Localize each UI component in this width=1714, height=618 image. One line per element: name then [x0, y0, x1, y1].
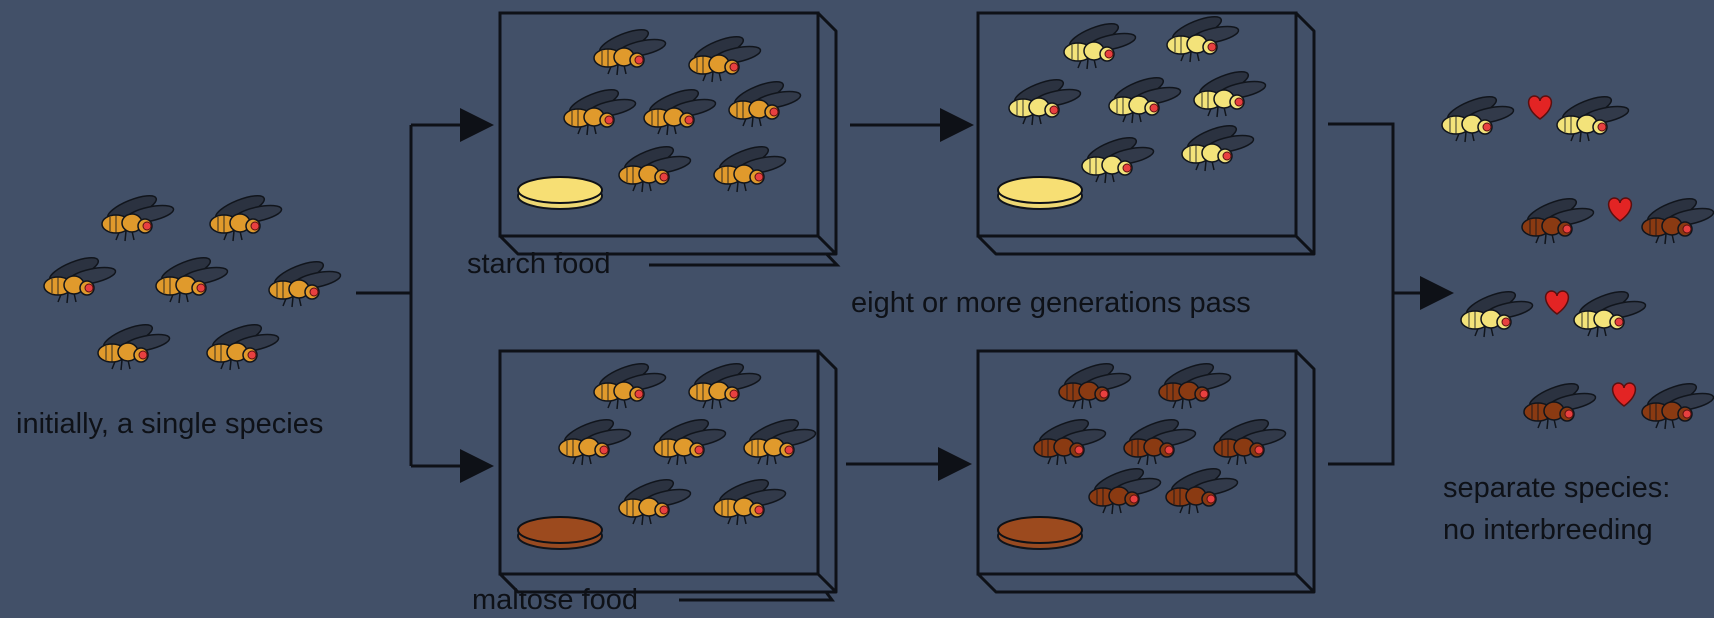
fruit-fly-icon	[1460, 291, 1534, 338]
fruit-fly-icon	[643, 89, 717, 136]
fruit-fly-icon	[1181, 125, 1255, 172]
initial-species-label: initially, a single species	[16, 408, 324, 440]
fruit-fly-icon	[1123, 419, 1197, 466]
fruit-fly-icon	[1033, 419, 1107, 466]
fruit-fly-icon	[1556, 96, 1630, 143]
fruit-fly-icon	[101, 195, 175, 242]
fruit-fly-icon	[688, 36, 762, 83]
fruit-fly-icon	[1573, 291, 1647, 338]
merge-line-top	[1328, 122, 1395, 293]
fruit-fly-icon	[1641, 383, 1714, 430]
fruit-fly-icon	[1108, 77, 1182, 124]
maltose-dish-icon	[517, 516, 603, 550]
heart-icon	[1611, 382, 1637, 407]
arrow-right-icon	[940, 108, 974, 142]
fruit-fly-icon	[1008, 79, 1082, 126]
maltose-dish-icon	[997, 516, 1083, 550]
arrow-right-icon	[938, 447, 972, 481]
fruit-fly-icon	[268, 261, 342, 308]
heart-icon	[1527, 95, 1553, 120]
merge-line-bottom	[1328, 293, 1395, 466]
fruit-fly-icon	[1523, 383, 1597, 430]
fruit-fly-icon	[653, 419, 727, 466]
arrow-right-icon	[1420, 276, 1454, 310]
starch-dish-icon	[997, 176, 1083, 210]
fruit-fly-icon	[155, 257, 229, 304]
fruit-fly-icon	[206, 324, 280, 371]
fruit-fly-icon	[1165, 468, 1239, 515]
fruit-fly-icon	[1441, 96, 1515, 143]
fruit-fly-icon	[1166, 16, 1240, 63]
fruit-fly-icon	[558, 419, 632, 466]
fruit-fly-icon	[1641, 198, 1714, 245]
fruit-fly-icon	[563, 89, 637, 136]
fruit-fly-icon	[743, 419, 817, 466]
fruit-fly-icon	[688, 363, 762, 410]
fruit-fly-icon	[713, 146, 787, 193]
result-label-line2: no interbreeding	[1443, 514, 1653, 546]
fruit-fly-icon	[43, 257, 117, 304]
fruit-fly-icon	[1158, 363, 1232, 410]
fruit-fly-icon	[593, 363, 667, 410]
fruit-fly-icon	[1058, 363, 1132, 410]
fruit-fly-icon	[1521, 198, 1595, 245]
fruit-fly-icon	[1063, 23, 1137, 70]
fruit-fly-icon	[618, 479, 692, 526]
maltose-end-box	[976, 349, 1316, 594]
generations-label: eight or more generations pass	[851, 287, 1251, 319]
fruit-fly-icon	[1213, 419, 1287, 466]
maltose-food-label: maltose food	[472, 584, 639, 616]
heart-icon	[1544, 290, 1570, 315]
fruit-fly-icon	[1193, 71, 1267, 118]
starch-end-box	[976, 11, 1316, 256]
starch-start-box	[498, 11, 838, 256]
arrow-right-icon	[460, 449, 494, 483]
fruit-fly-icon	[209, 195, 283, 242]
fruit-fly-icon	[1081, 137, 1155, 184]
fruit-fly-icon	[593, 29, 667, 76]
fruit-fly-icon	[728, 81, 802, 128]
fruit-fly-icon	[618, 146, 692, 193]
arrow-right-icon	[460, 108, 494, 142]
fruit-fly-icon	[97, 324, 171, 371]
heart-icon	[1607, 197, 1633, 222]
maltose-start-box	[498, 349, 838, 594]
fruit-fly-icon	[1088, 468, 1162, 515]
starch-dish-icon	[517, 176, 603, 210]
fruit-fly-icon	[713, 479, 787, 526]
result-label-line1: separate species:	[1443, 472, 1671, 504]
starch-food-label: starch food	[467, 248, 611, 280]
